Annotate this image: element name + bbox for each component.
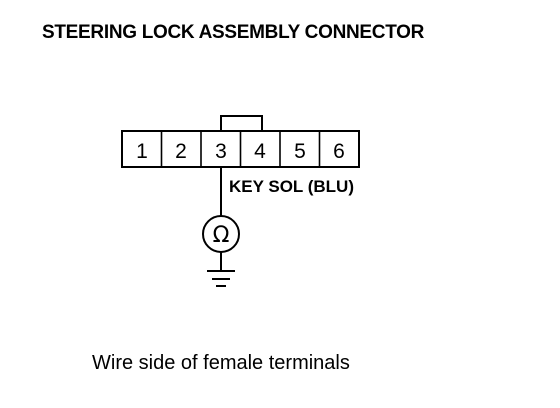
diagram-caption: Wire side of female terminals: [92, 352, 350, 374]
pin-number-5: 5: [294, 140, 306, 163]
pin-number-1: 1: [136, 140, 148, 163]
ground-icon: [207, 270, 235, 287]
diagram-title: STEERING LOCK ASSEMBLY CONNECTOR: [42, 22, 425, 43]
pin-number-3: 3: [215, 140, 227, 163]
pin-number-2: 2: [175, 140, 187, 163]
pin-number-4: 4: [254, 140, 266, 163]
ohmmeter-icon: Ω: [202, 215, 240, 253]
connector-lock-tab: [220, 115, 263, 131]
ohm-symbol: Ω: [213, 223, 230, 248]
pin-number-6: 6: [333, 140, 345, 163]
wire-label: KEY SOL (BLU): [229, 177, 354, 196]
